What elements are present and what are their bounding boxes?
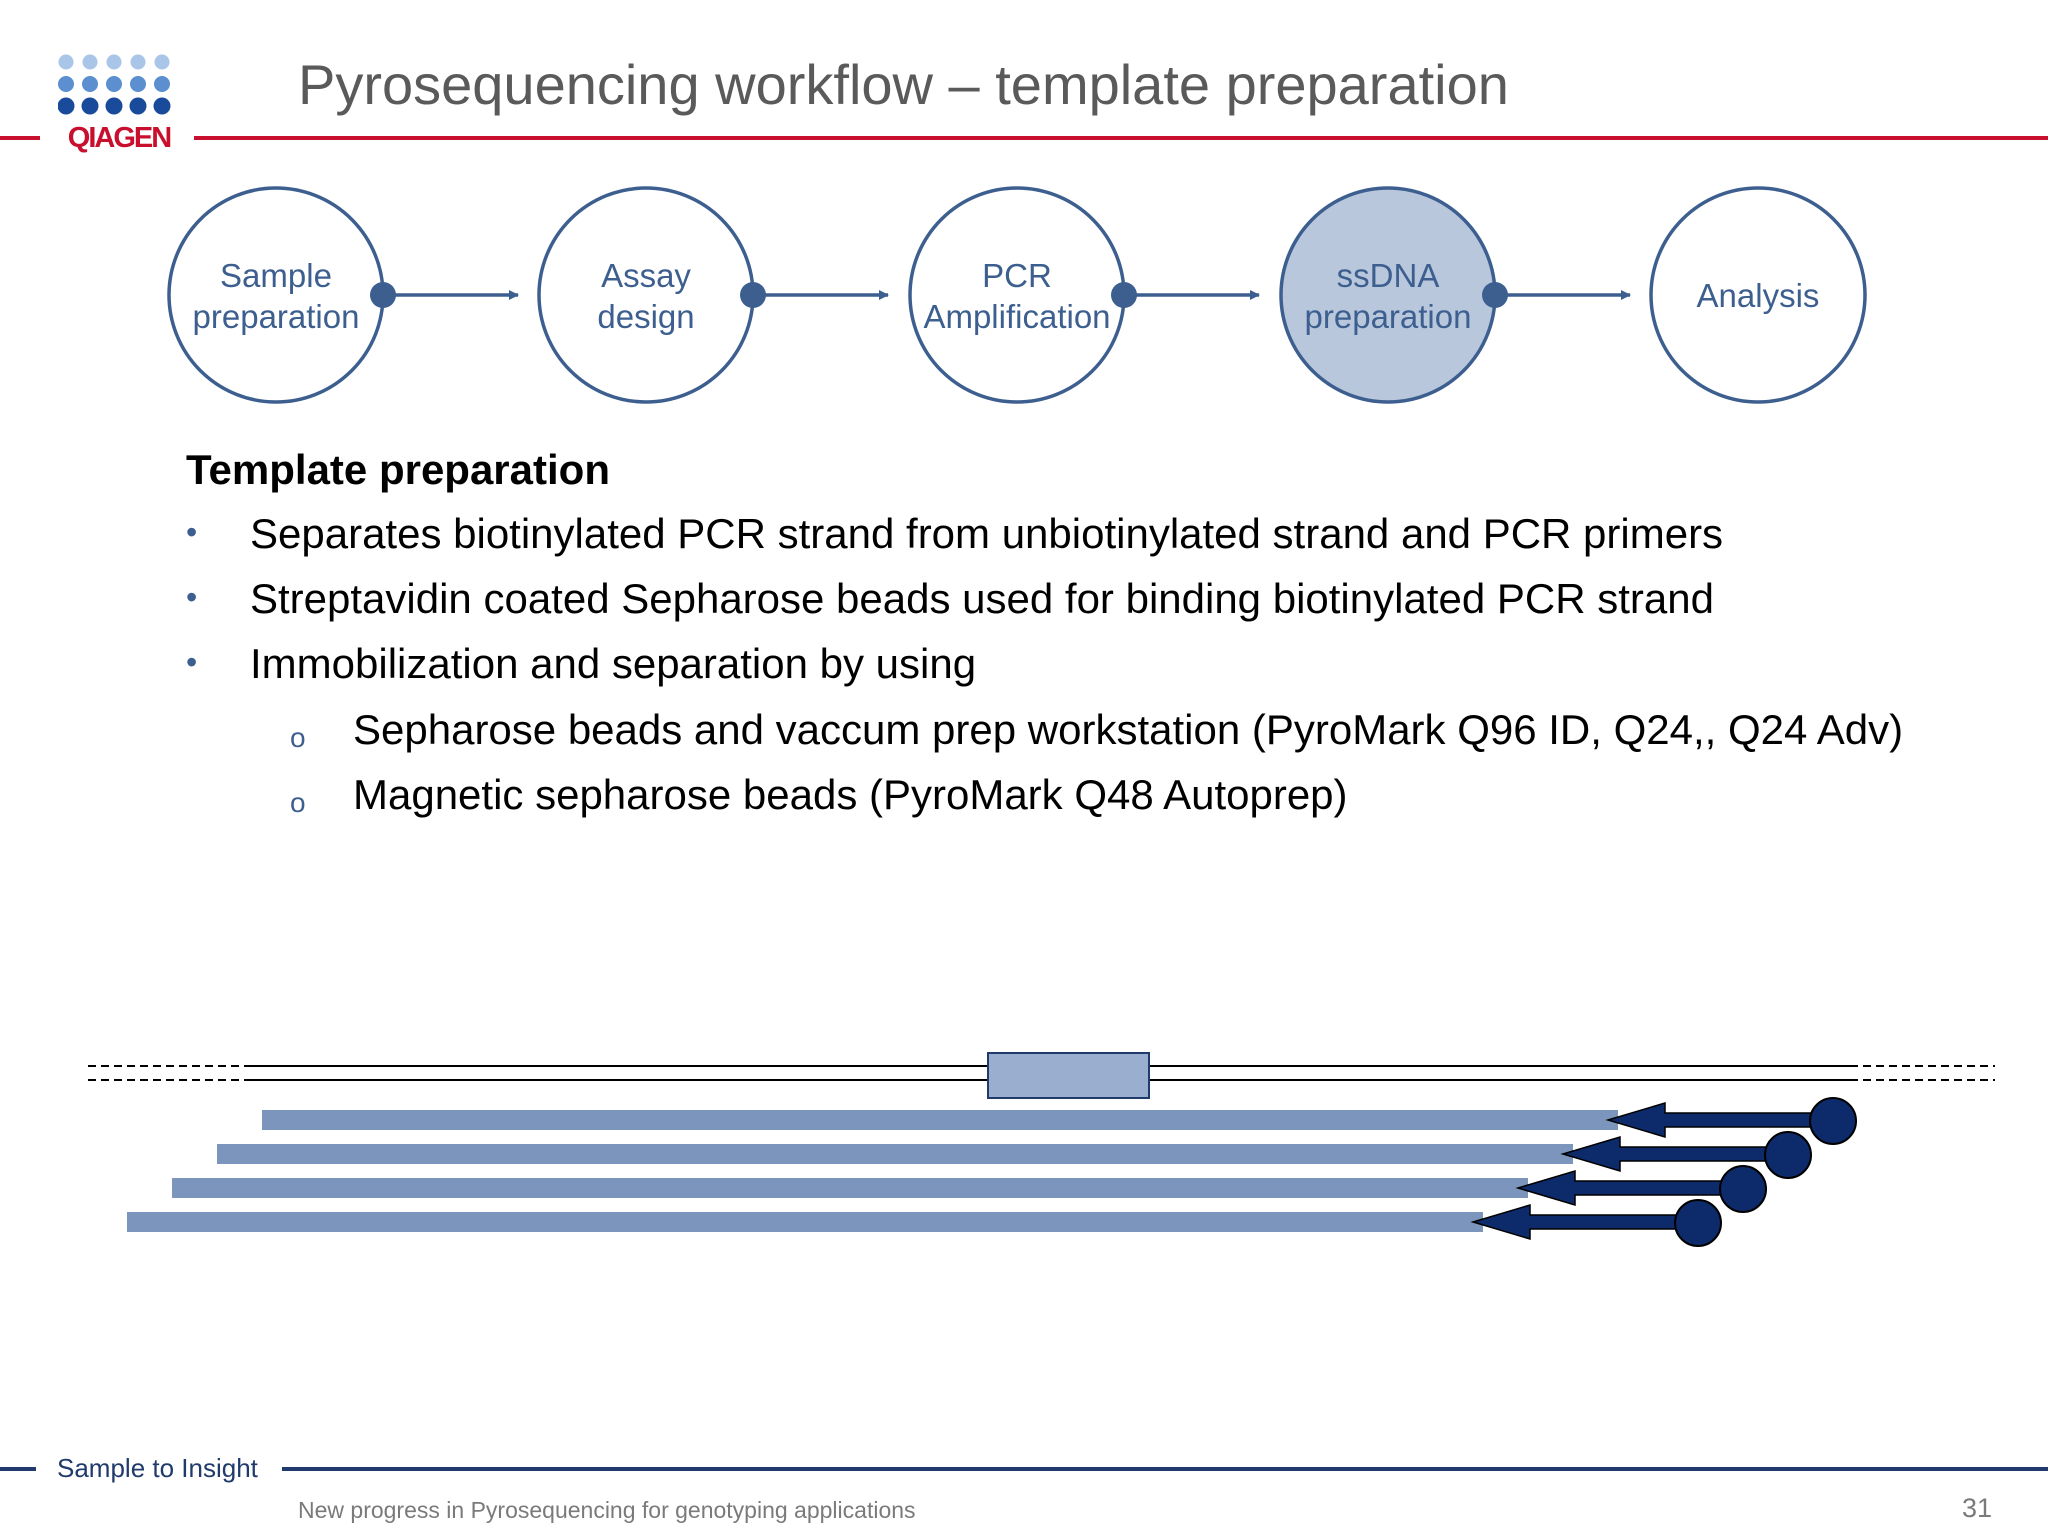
- step-1-line1: Sample: [220, 257, 332, 294]
- step-3-line2: Amplification: [923, 298, 1111, 335]
- bead-strand-2: [217, 1131, 1812, 1179]
- logo-dot-grid-icon: [58, 54, 171, 115]
- footer-presentation-title: New progress in Pyrosequencing for genot…: [298, 1497, 916, 1523]
- workflow-connector-1: [370, 282, 519, 308]
- header-rule-left: [0, 136, 40, 140]
- bullet-item-3: Immobilization and separation by using: [250, 640, 977, 687]
- header-rule: [194, 136, 2048, 140]
- workflow-step-circle-5: [1649, 186, 1867, 404]
- step-5-line1: Analysis: [1696, 277, 1820, 314]
- subbullet-item-1: Sepharose beads and vaccum prep workstat…: [353, 706, 1904, 753]
- footer-tagline: Sample to Insight: [57, 1453, 258, 1483]
- workflow-step-label-2: Assay design: [539, 255, 753, 337]
- workflow-diagram: [167, 186, 1867, 404]
- section-heading: Template preparation: [186, 446, 610, 493]
- qiagen-logo: QIAGEN: [54, 54, 186, 154]
- step-2-line1: Assay: [601, 257, 691, 294]
- footer-rule-left: [0, 1467, 36, 1471]
- subbullet-marker-1: o: [290, 722, 306, 753]
- workflow-step-label-4: ssDNA preparation: [1281, 255, 1495, 337]
- step-4-line2: preparation: [1304, 298, 1472, 335]
- bullet-marker-3: •: [186, 644, 198, 680]
- workflow-step-label-5: Analysis: [1651, 275, 1865, 316]
- bead-strand-schematic: [88, 1052, 1995, 1247]
- workflow-connector-2: [740, 282, 889, 308]
- step-1-line2: preparation: [192, 298, 360, 335]
- bead-strand-1: [262, 1097, 1857, 1145]
- workflow-step-label-1: Sample preparation: [169, 255, 383, 337]
- step-4-line1: ssDNA: [1336, 257, 1440, 294]
- workflow-connector-4: [1482, 282, 1631, 308]
- subbullet-marker-2: o: [290, 787, 306, 818]
- step-3-line1: PCR: [982, 257, 1052, 294]
- bullet-item-2: Streptavidin coated Sepharose beads used…: [250, 575, 1714, 622]
- workflow-step-label-3: PCR Amplification: [910, 255, 1124, 337]
- step-2-line2: design: [597, 298, 695, 335]
- bead-strand-4: [127, 1199, 1722, 1247]
- page-title: Pyrosequencing workflow – template prepa…: [298, 53, 1509, 116]
- bead-strand-3: [172, 1165, 1767, 1213]
- workflow-connector-3: [1111, 282, 1260, 308]
- target-region-box: [987, 1052, 1150, 1099]
- logo-wordmark: QIAGEN: [67, 122, 172, 154]
- bullet-item-1: Separates biotinylated PCR strand from u…: [250, 510, 1724, 557]
- bullet-marker-2: •: [186, 579, 198, 615]
- footer-rule: [282, 1467, 2048, 1471]
- subbullet-item-2: Magnetic sepharose beads (PyroMark Q48 A…: [353, 771, 1348, 818]
- bullet-marker-1: •: [186, 514, 198, 550]
- page-number: 31: [1962, 1493, 1993, 1523]
